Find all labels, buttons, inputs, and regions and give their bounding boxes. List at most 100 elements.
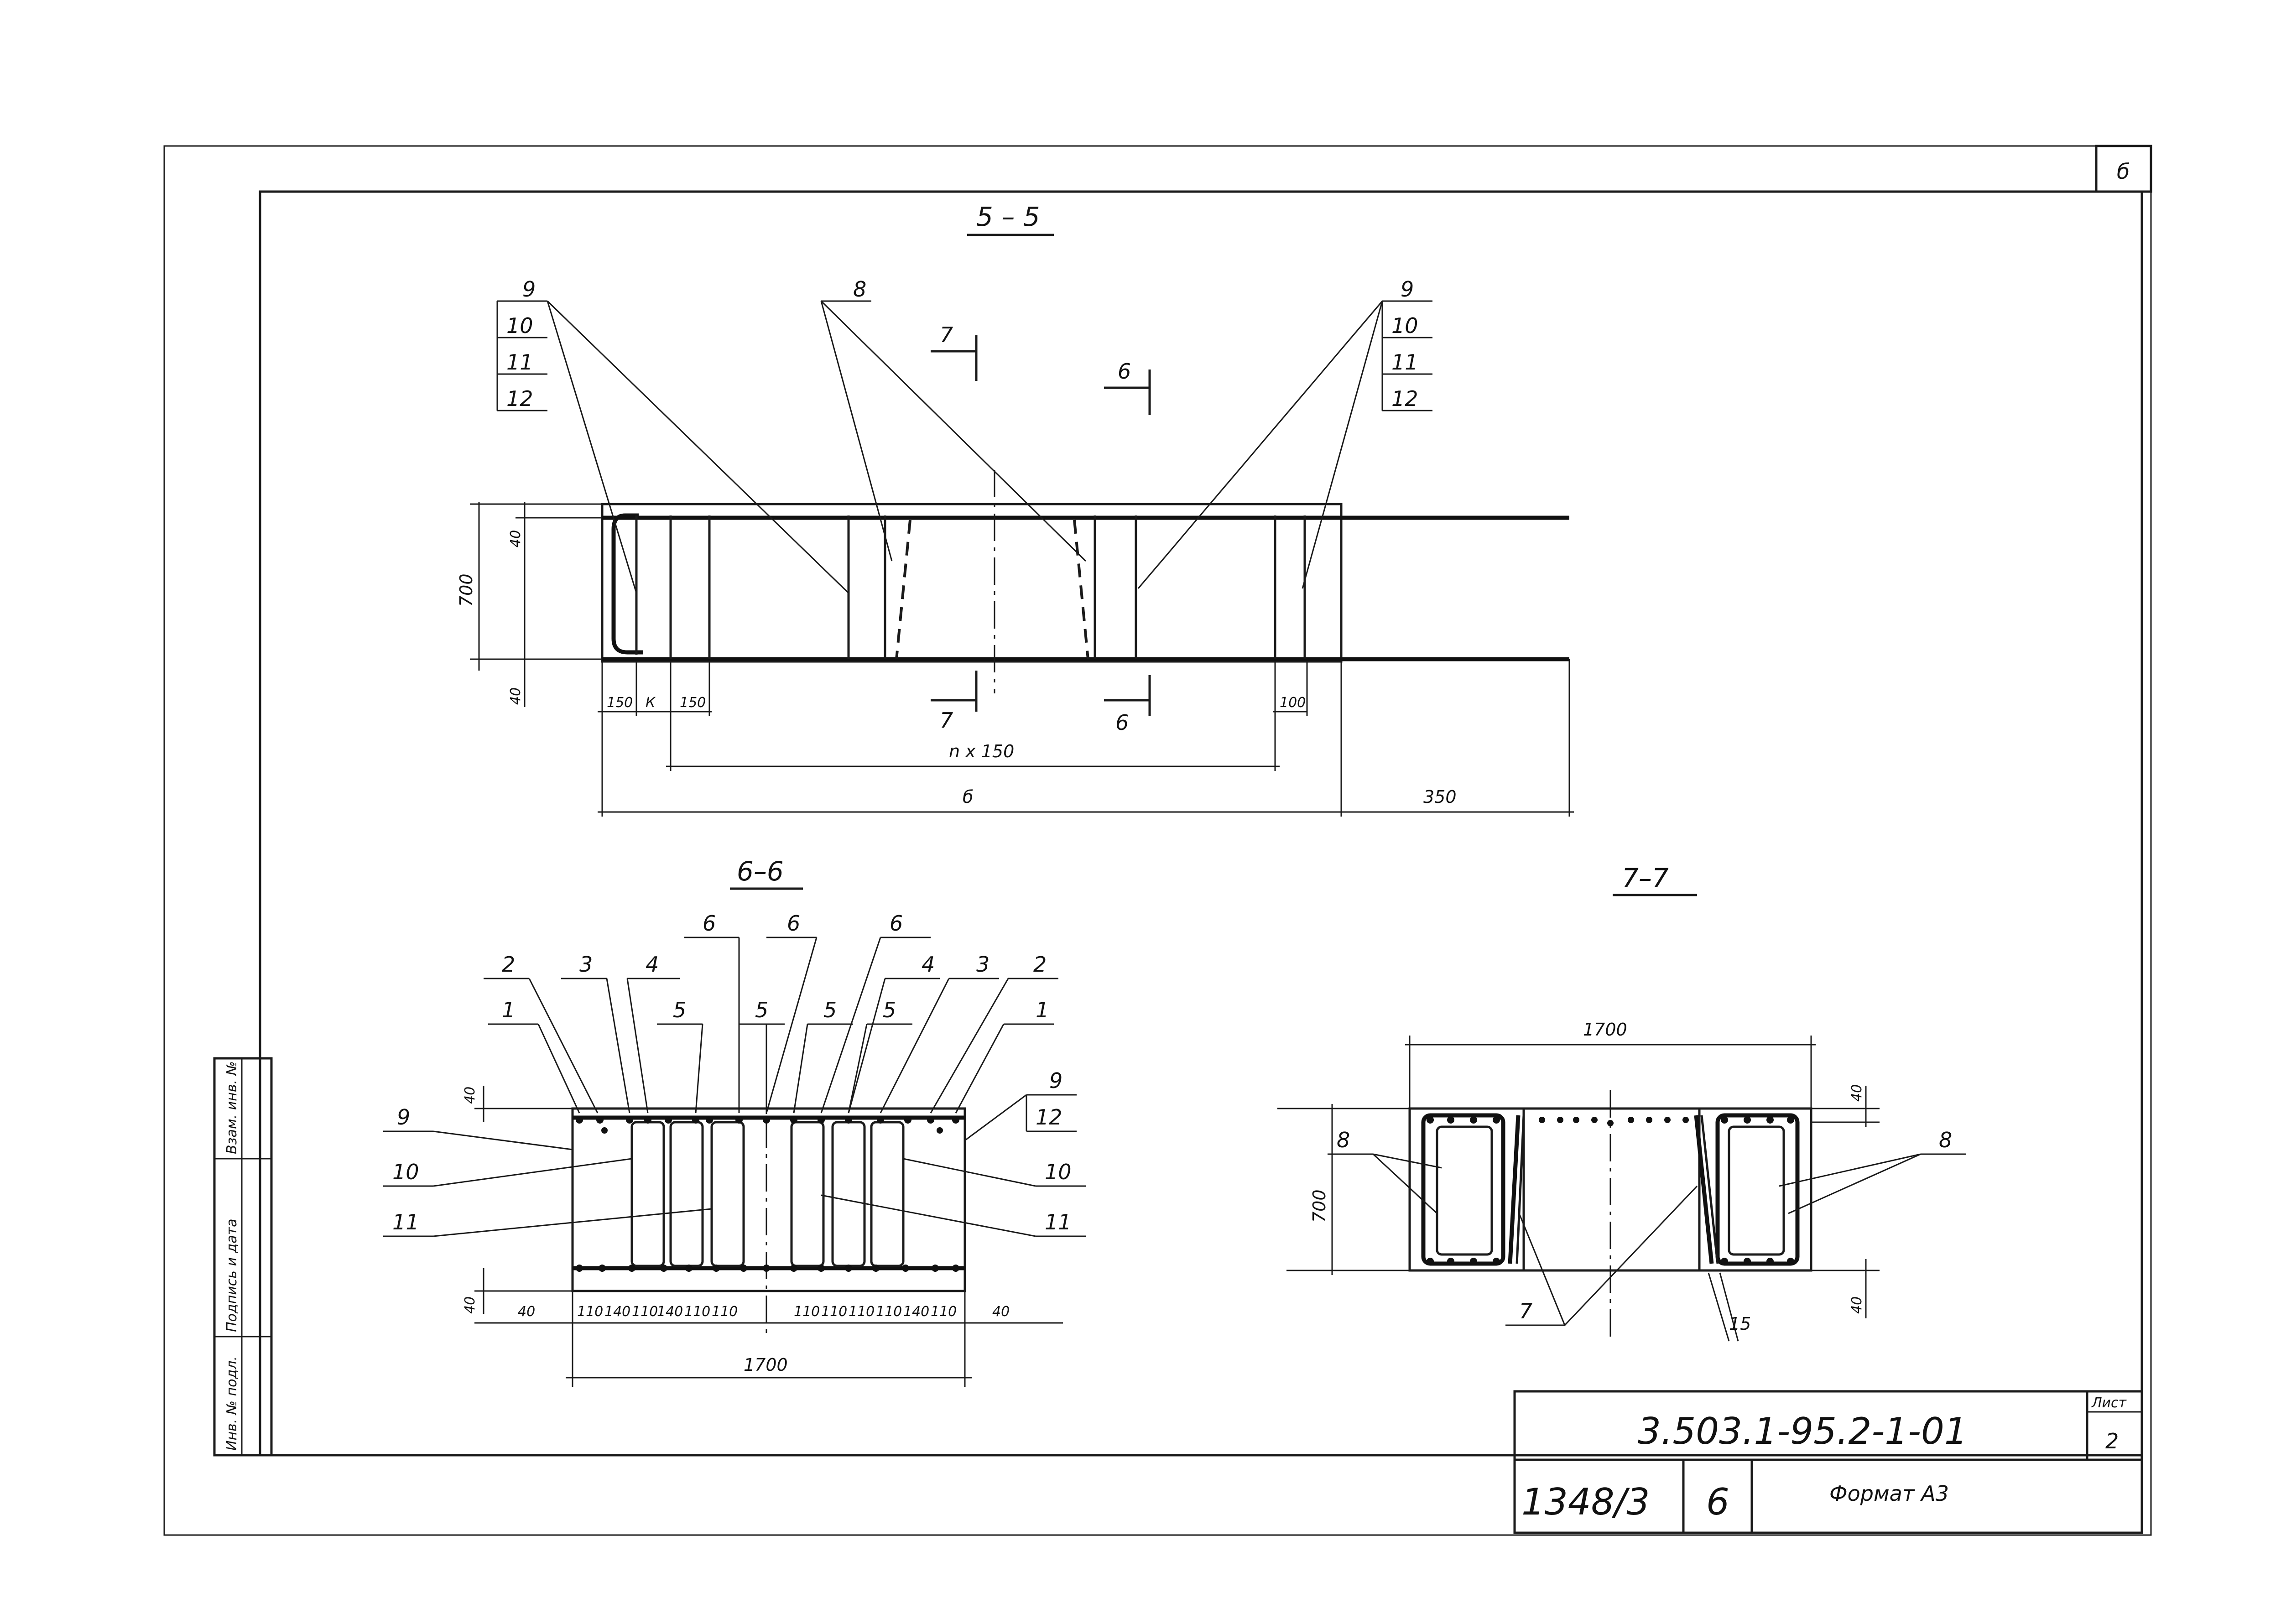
dim-350: 350 [1423, 787, 1457, 807]
tag-10-left-66: 10 [392, 1160, 419, 1184]
tag-4-left: 4 [646, 952, 659, 977]
cut-6-bottom: 6 [1115, 710, 1129, 735]
tag-7-77: 7 [1519, 1299, 1532, 1323]
dim-nx150: n x 150 [949, 741, 1014, 761]
tag-9-left: 9 [522, 277, 536, 302]
cut-markers: 7 6 7 6 [931, 323, 1151, 735]
format-label: Формат А3 [1829, 1481, 1949, 1506]
tag-8: 8 [853, 277, 866, 302]
tag-10-left: 10 [506, 313, 533, 338]
dim-40-top-77: 40 [1849, 1084, 1865, 1102]
section-7-7-title: 7–7 [1622, 863, 1669, 894]
dim-150-b: 150 [680, 695, 706, 711]
tag-6-a: 6 [703, 911, 716, 936]
tag-10-right: 10 [1391, 313, 1418, 338]
dim-40-top: 40 [508, 530, 524, 547]
dim-k: К [646, 695, 656, 711]
mid-tags: 1 5 5 5 5 1 [488, 998, 1054, 1114]
cut-6-top: 6 [1118, 359, 1131, 384]
dim-100: 100 [1280, 695, 1306, 711]
spacing-left-3: 110 [632, 1304, 658, 1320]
dim-40-bottom-66: 40 [462, 1296, 478, 1314]
sheet-number: 2 [2105, 1429, 2119, 1453]
vertical-dimensions: 700 40 40 [456, 502, 602, 707]
spacing-right-5: 140 [903, 1304, 929, 1320]
tag-3-right: 3 [976, 952, 989, 977]
document-code: 3.503.1-95.2-1-01 [1638, 1410, 1968, 1452]
dim-15-77: 15 [1729, 1314, 1751, 1334]
tag-4-right: 4 [922, 952, 935, 977]
tag-2-right: 2 [1033, 952, 1047, 977]
dim-40-left-66: 40 [518, 1304, 535, 1320]
section-6-6-title: 6–6 [737, 856, 784, 887]
dim-40-bottom-77: 40 [1849, 1296, 1865, 1314]
cut-7-top: 7 [940, 323, 953, 347]
tag-stack-right: 9 10 11 12 [1137, 277, 1432, 589]
tag-8-left-77: 8 [1337, 1128, 1350, 1152]
tag-12-left: 12 [506, 386, 533, 411]
spacing-right-6: 110 [931, 1304, 957, 1320]
tag-5-a: 5 [673, 998, 686, 1022]
sheet-label: Лист [2091, 1395, 2127, 1411]
dim-150-a: 150 [607, 695, 633, 711]
tag-11-left: 11 [506, 350, 533, 375]
section-7-7-tags: 8 8 7 15 [1328, 1128, 1966, 1342]
section-5-5-title: 5 – 5 [976, 201, 1040, 232]
stamp-field-sign: Подпись и дата [224, 1219, 240, 1333]
spacing-right-2: 110 [821, 1304, 847, 1320]
horizontal-dimensions: 150 К 150 100 n x 150 б 350 [598, 659, 1574, 817]
tag-1-left: 1 [502, 998, 515, 1022]
tag-11-left-66: 11 [392, 1210, 419, 1234]
spacing-right-1: 110 [794, 1304, 820, 1320]
tag-6-c: 6 [890, 911, 903, 936]
spacing-left-2: 140 [604, 1304, 630, 1320]
page-number: 6 [1706, 1481, 1729, 1523]
tag-5-d: 5 [883, 998, 896, 1022]
section-7-7: 7–7 [1277, 863, 1966, 1342]
section-6-6: 6–6 [383, 856, 1086, 1387]
tag-5-c: 5 [823, 998, 837, 1022]
dim-700: 700 [456, 573, 476, 607]
tag-9-right-66: 9 [1049, 1068, 1062, 1093]
tag-9-left-66: 9 [397, 1105, 410, 1130]
sheet-frame: б [163, 145, 2152, 1536]
stamp-field-replace: Взам. инв. № [224, 1061, 240, 1154]
spacing-left-1: 110 [577, 1304, 603, 1320]
dim-700-77: 700 [1309, 1189, 1329, 1223]
spacing-left-6: 110 [712, 1304, 738, 1320]
top-tags: 2 3 4 6 6 6 4 3 2 [484, 911, 1058, 1114]
tag-9-right: 9 [1401, 277, 1414, 302]
spacing-left-4: 140 [657, 1304, 683, 1320]
corner-mark: б [2117, 159, 2130, 184]
spacing-right-4: 110 [876, 1304, 902, 1320]
dim-40-top-66: 40 [462, 1087, 478, 1104]
tag-8-right-77: 8 [1939, 1128, 1952, 1152]
section-7-7-dimensions: 1700 700 40 40 [1277, 1020, 1880, 1318]
tag-8-top: 8 [820, 277, 1087, 562]
dim-1700-66: 1700 [744, 1355, 788, 1375]
dim-40-right-66: 40 [992, 1304, 1010, 1320]
tag-12-right: 12 [1391, 386, 1418, 411]
spacing-right-3: 110 [849, 1304, 875, 1320]
side-tags: 9 10 11 9 12 10 11 [383, 1068, 1086, 1237]
tag-3-left: 3 [579, 952, 593, 977]
section-6-6-dimensions: 40 40 40 40 110 140 110 140 110 110 110 … [462, 1086, 1063, 1387]
stamp-field-inv: Инв. № подл. [224, 1356, 240, 1451]
tag-2-left: 2 [502, 952, 515, 977]
title-block: 3.503.1-95.2-1-01 Лист 2 1348/3 6 Формат… [1513, 1390, 2143, 1534]
tag-12-right-66: 12 [1036, 1105, 1062, 1130]
side-stamp: Инв. № подл. Подпись и дата Взам. инв. № [213, 1057, 273, 1457]
dim-b: б [963, 787, 973, 807]
tag-11-right-66: 11 [1045, 1210, 1072, 1234]
doc-number: 1348/3 [1521, 1481, 1650, 1523]
dim-40-bottom: 40 [508, 687, 524, 705]
tag-10-right-66: 10 [1045, 1160, 1072, 1184]
dim-1700-77: 1700 [1583, 1020, 1627, 1040]
tag-11-right: 11 [1391, 350, 1418, 375]
tag-5-b: 5 [755, 998, 768, 1022]
rebar-dots [576, 1116, 959, 1272]
tag-6-b: 6 [787, 911, 800, 936]
tag-stack-left: 9 10 11 12 [496, 277, 849, 594]
spacing-left-5: 110 [684, 1304, 710, 1320]
